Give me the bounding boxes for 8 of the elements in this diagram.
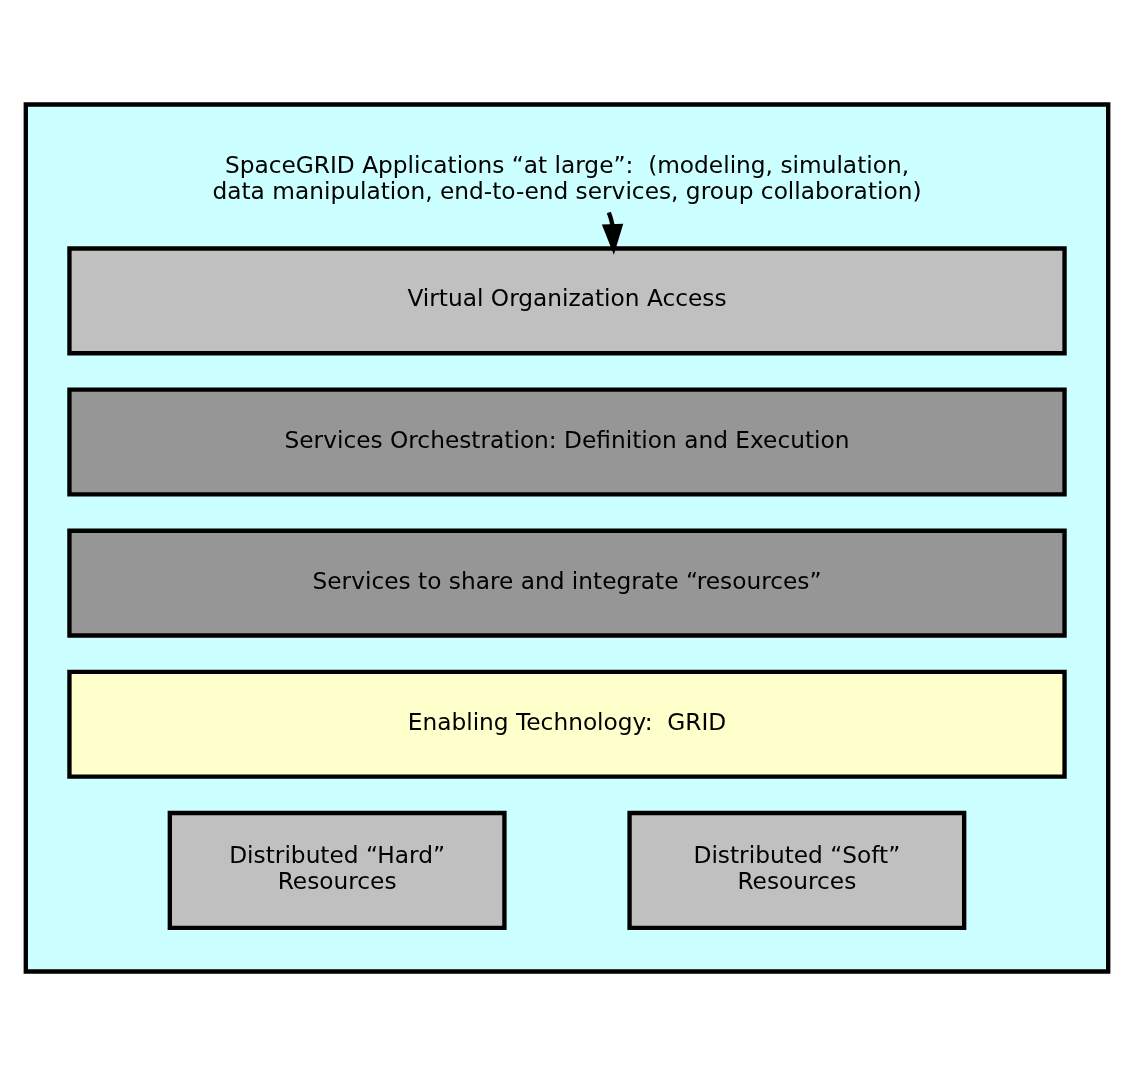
node-box: Distributed “Soft” Resources [627,810,967,931]
node-box: Services Orchestration: Definition and Execution [67,387,1067,497]
cluster [23,102,1111,974]
node-box: Services to share and integrate “resources” [67,528,1067,638]
node-box: Virtual Organization Access [67,246,1067,356]
node-box: Distributed “Hard” Resources [167,810,507,931]
node-text: SpaceGRID Applications “at large”: (modeling, simulation, data manipulation, end-to-end services, group collaboration) [212,150,922,204]
node-box: Enabling Technology: GRID [67,669,1067,779]
